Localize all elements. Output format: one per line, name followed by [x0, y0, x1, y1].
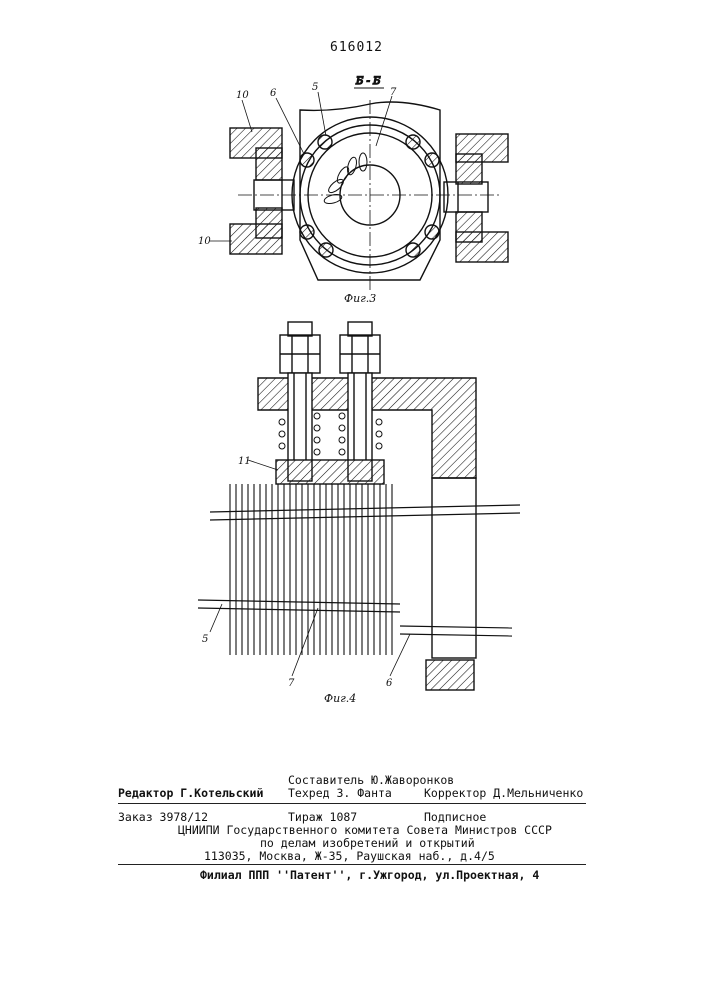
label-part7-fig4: 7 [288, 678, 295, 689]
order: Заказ 3978/12 [118, 810, 208, 824]
label-part7: 7 [390, 87, 397, 98]
label-part11: 11 [238, 456, 251, 467]
org-line1: ЦНИИПИ Государственного комитета Совета … [178, 823, 552, 837]
rods [198, 505, 520, 636]
label-part5-fig4: 5 [202, 634, 208, 645]
rule-bottom [118, 864, 586, 865]
blades [323, 153, 367, 205]
subscription: Подписное [424, 810, 486, 824]
corrector: Корректор Д.Мельниченко [424, 786, 583, 800]
bolts [300, 135, 439, 257]
bottom-block [426, 660, 474, 690]
label-part10-bottom: 10 [198, 236, 211, 247]
compiler: Составитель Ю.Жаворонков [288, 773, 454, 787]
right-clamp [444, 134, 508, 262]
side-plate [432, 478, 476, 658]
label-part6: 6 [270, 88, 277, 99]
label-part5: 5 [312, 82, 318, 93]
rule-top [118, 803, 586, 804]
section-label: Б - Б [355, 76, 381, 87]
figure-4: 11 5 7 6 Фиг.4 [198, 322, 520, 705]
techred: Техред З. Фанта [288, 786, 392, 800]
circulation: Тираж 1087 [288, 810, 357, 824]
address: 113035, Москва, Ж-35, Раушская наб., д.4… [204, 849, 495, 863]
figure-3: Б - Б [198, 76, 508, 305]
org-line2: по делам изобретений и открытий [260, 836, 475, 850]
pressure-plate [276, 460, 384, 484]
figure4-caption: Фиг.4 [324, 692, 356, 705]
editor: Редактор Г.Котельский [118, 786, 263, 800]
patent-figures: Б - Б [0, 0, 707, 760]
branch: Филиал ППП ''Патент'', г.Ужгород, ул.Про… [200, 868, 539, 882]
label-part6-fig4: 6 [386, 678, 393, 689]
left-clamp [230, 128, 294, 254]
figure3-caption: Фиг.3 [344, 292, 376, 305]
label-part10-top: 10 [236, 90, 249, 101]
